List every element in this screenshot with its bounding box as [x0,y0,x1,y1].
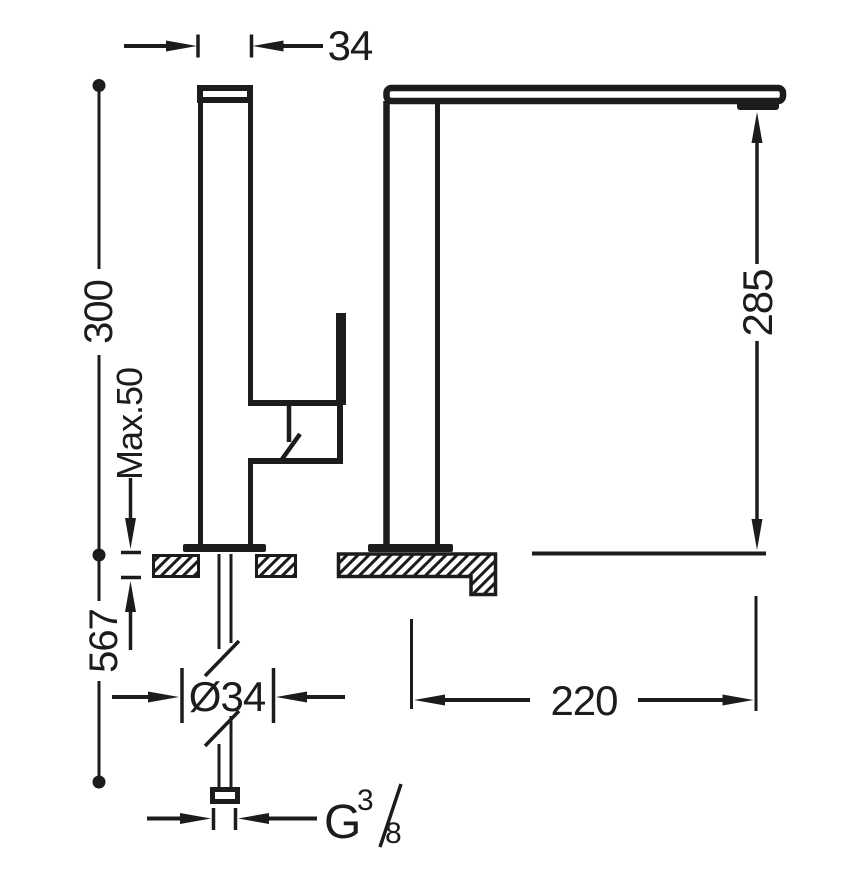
dim-label-max-deck-thickness: Max.50 [109,368,150,480]
countertop-front-left-block [152,554,200,578]
front-cap [197,85,253,103]
arrowhead-down [751,519,763,550]
dim-height-to-supply: 567 [82,561,126,789]
pipe-break-lower [203,709,241,748]
aerator [737,100,779,110]
dim-spout-reach: 220 [410,596,758,724]
arrowhead-up [751,112,763,143]
arrowhead-left [238,813,269,824]
arrowhead-down [125,518,136,549]
arrowhead-right [166,40,197,52]
arrowhead-right [148,691,179,703]
dim-label-top-width: 34 [328,22,373,69]
dim-height-above-deck: 300 [77,79,121,562]
dim-max-deck-thickness: Max.50 [109,368,150,650]
arrowhead-right [180,813,211,824]
dim-label-height-above-deck: 300 [77,280,121,344]
handle-pivot-diagonal [278,432,302,464]
front-view [183,85,346,552]
dim-top-width: 34 [124,22,374,69]
arrowhead-left [276,691,307,703]
spout-outline [383,84,787,105]
handle-lever [336,313,346,405]
dim-thread: G 3 8 [147,783,403,850]
connection-nut [210,787,240,804]
arrowhead-up [125,581,136,612]
thread-denominator: 8 [385,817,401,850]
side-view [368,84,787,552]
dim-label-spout-reach: 220 [550,677,617,724]
thread-numerator: 3 [357,784,373,817]
dim-label-spout-clearance: 285 [734,269,781,336]
supply-pipe [203,554,241,804]
arrowhead-left [414,694,445,706]
front-base-flange [183,544,266,552]
countertop-side-block [336,552,498,597]
dim-shank-diameter: Ø34 [112,668,345,723]
side-base-flange [368,544,453,552]
reference-dot [92,548,106,562]
reference-dot [92,79,106,92]
thread-letter: G [324,796,360,849]
pipe-break-upper [203,639,241,678]
countertop-side [336,551,766,597]
dim-spout-clearance: 285 [734,112,781,550]
arrowhead-left [252,40,284,52]
dim-label-height-to-supply: 567 [82,609,126,673]
dim-label-shank-diameter: Ø34 [189,673,266,720]
countertop-front-right-block [255,554,297,578]
reference-dot [92,775,106,789]
fraction-slash [378,783,403,848]
arrowhead-right [722,694,754,706]
countertop-front [152,554,297,578]
